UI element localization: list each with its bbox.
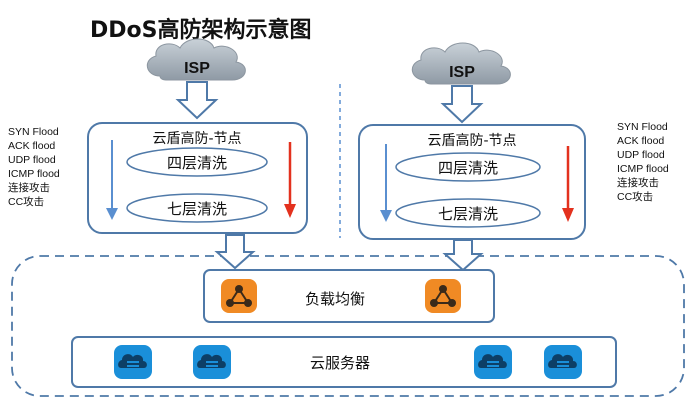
attack-item: 连接攻击: [617, 176, 659, 189]
layer4-ellipse-right: [395, 152, 541, 182]
layer4-ellipse-left: [126, 147, 268, 177]
attack-item: SYN Flood: [617, 121, 668, 133]
cloud-server-icon: [544, 345, 582, 379]
blue-arrowhead-right: [380, 210, 392, 222]
layer7-label-right: 七层清洗: [438, 205, 498, 223]
defense-node-right: 云盾高防-节点 四层清洗 七层清洗: [358, 124, 586, 240]
hollow-arrow-isp-right: [440, 85, 484, 124]
isp-label-right: ISP: [449, 64, 475, 81]
backend-dashed-region: [11, 255, 685, 397]
load-balancer-icon: [425, 279, 461, 313]
layer7-ellipse-right: [395, 198, 541, 228]
load-balancer-box: [203, 269, 495, 323]
load-balancer-icon: [221, 279, 257, 313]
red-arrowhead-left: [284, 204, 296, 218]
attack-item: SYN Flood: [8, 126, 59, 138]
load-balancer: 负载均衡: [203, 269, 495, 323]
attack-item: UDP flood: [617, 149, 665, 161]
attack-item: UDP flood: [8, 154, 56, 166]
attack-item: 连接攻击: [8, 181, 50, 194]
layer7-ellipse-left: [126, 193, 268, 223]
hollow-arrow-node-left: [214, 234, 256, 270]
attack-item: ACK flood: [617, 135, 664, 147]
cloud-server-icon: [114, 345, 152, 379]
hollow-arrow-isp-left: [175, 81, 219, 120]
cloud-servers-label: 云服务器: [310, 354, 370, 372]
layer4-label-right: 四层清洗: [438, 159, 498, 177]
red-arrowhead-right: [562, 208, 574, 222]
cloud-server-icon: [193, 345, 231, 379]
defense-node-left: 云盾高防-节点 四层清洗 七层清洗: [87, 122, 308, 234]
attack-item: CC攻击: [8, 195, 44, 208]
cloud-server-icon: [474, 345, 512, 379]
layer7-label-left: 七层清洗: [167, 200, 227, 218]
attack-item: ACK flood: [8, 140, 55, 152]
blue-arrowhead-left: [106, 208, 118, 220]
cloud-servers: 云服务器: [71, 336, 617, 388]
attack-item: CC攻击: [617, 190, 653, 203]
isp-cloud-left: ISP: [146, 38, 246, 81]
attack-item: ICMP flood: [8, 168, 60, 180]
attack-list-left: SYN Flood ACK flood UDP flood ICMP flood…: [8, 126, 63, 208]
attack-list-right: SYN Flood ACK flood UDP flood ICMP flood…: [617, 121, 672, 203]
load-balancer-label: 负载均衡: [305, 290, 365, 308]
node-title-right: 云盾高防-节点: [427, 132, 516, 149]
node-title-left: 云盾高防-节点: [152, 130, 241, 147]
attack-item: ICMP flood: [617, 163, 669, 175]
hollow-arrow-node-right: [442, 239, 484, 272]
isp-label-left: ISP: [184, 60, 210, 77]
isp-cloud-right: ISP: [411, 42, 511, 85]
layer4-label-left: 四层清洗: [167, 154, 227, 172]
